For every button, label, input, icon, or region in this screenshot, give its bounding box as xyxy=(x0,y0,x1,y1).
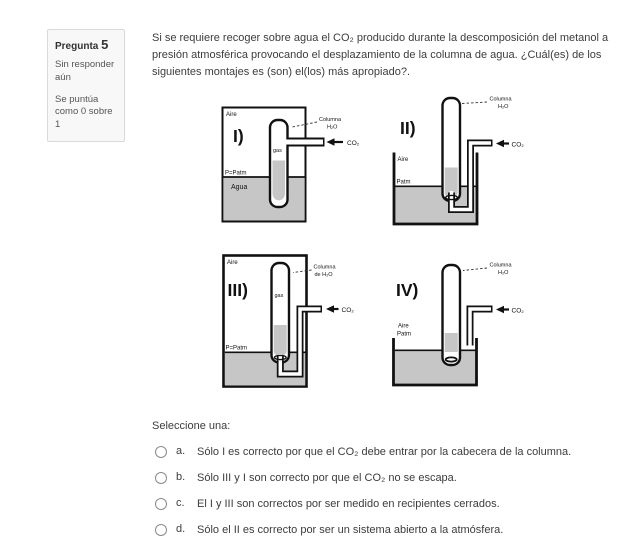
pressure-label: Patm xyxy=(397,180,411,186)
option-letter: c. xyxy=(176,496,185,509)
answer-prompt: Seleccione una: xyxy=(152,420,231,432)
diagram-montaje-iii: CO₂ III) Aire gas P=Patm Columna de H₂O xyxy=(222,254,355,388)
column-label-line1: Columna xyxy=(490,263,513,269)
diagram-montaje-iv: CO₂ IV) Aire Patm Columna H₂O xyxy=(392,263,525,387)
question-text: Si se requiere recoger sobre agua el CO₂… xyxy=(152,32,609,79)
diagram-montaje-ii: CO₂ II) Aire Patm Columna H₂O xyxy=(392,97,525,226)
water-fill xyxy=(224,177,304,221)
column-mouth xyxy=(273,354,287,361)
radio-button[interactable] xyxy=(155,523,167,536)
question-info-box: Pregunta 5 Sin responder aún Se puntúa c… xyxy=(47,29,125,143)
answer-option-d[interactable]: d. Sólo el II es correcto por ser un sis… xyxy=(155,523,571,538)
co2-arrow-icon xyxy=(496,305,504,314)
diagram-numeral: III) xyxy=(228,280,248,300)
option-letter: d. xyxy=(176,522,186,535)
column-water-fill xyxy=(444,333,458,352)
gas-label: gas xyxy=(273,148,282,154)
question-grade: Se puntúa como 0 sobre 1 xyxy=(55,93,113,131)
column-label-line2: H₂O xyxy=(498,270,509,276)
co2-label: CO₂ xyxy=(342,307,355,314)
radio-button[interactable] xyxy=(155,471,167,484)
water-fill xyxy=(395,350,476,386)
water-fill xyxy=(395,186,476,224)
co2-label: CO₂ xyxy=(347,140,360,147)
column-water-fill xyxy=(272,160,285,201)
co2-arrow-icon xyxy=(496,139,504,148)
column-label-line1: Columna xyxy=(319,117,342,123)
diagram-montaje-i: CO₂ Aire I) gas P=Patm Agua Columna H₂O xyxy=(221,106,360,223)
question-number: Pregunta 5 xyxy=(55,37,119,52)
column-pointer-line xyxy=(292,269,312,273)
column-label-line2: de H₂O xyxy=(315,272,334,278)
water-fill xyxy=(225,352,305,386)
agua-label: Agua xyxy=(231,184,247,191)
question-number-label: Pregunta xyxy=(55,41,99,52)
answer-option-b[interactable]: b. Sólo III y I son correcto por que el … xyxy=(155,471,571,486)
open-container xyxy=(392,338,478,387)
co2-inlet-tube-bore xyxy=(468,307,491,347)
question-number-value: 5 xyxy=(101,37,109,52)
co2-inlet-tube-bore xyxy=(449,141,491,212)
radio-button[interactable] xyxy=(155,446,167,458)
pressure-label: Patm xyxy=(397,332,411,338)
column-label-line2: H₂O xyxy=(498,104,509,110)
radio-button[interactable] xyxy=(155,497,167,510)
column-pointer-line xyxy=(461,101,488,104)
diagram-numeral: I) xyxy=(233,126,244,146)
question-status: Sin responder aún xyxy=(55,59,115,83)
pressure-label: P=Patm xyxy=(226,346,248,352)
column-label-line1: Columna xyxy=(490,97,513,103)
co2-inlet-tube-bore xyxy=(278,307,321,376)
column-mouth xyxy=(444,356,458,363)
option-letter: b. xyxy=(176,470,186,483)
co2-inlet-tube xyxy=(466,305,493,346)
option-letter: a. xyxy=(176,445,186,457)
aire-label: Aire xyxy=(398,157,409,163)
option-text: Sólo I es correcto por que el CO₂ debe e… xyxy=(197,446,572,458)
co2-arrow-icon xyxy=(326,305,334,313)
column-pointer-line xyxy=(462,267,488,271)
column-label-line2: H₂O xyxy=(327,125,338,131)
answer-option-c[interactable]: c. El I y III son correctos por ser medi… xyxy=(155,497,571,512)
co2-label: CO₂ xyxy=(512,142,525,149)
column-label-line1: Columna xyxy=(314,265,337,271)
answer-option-a[interactable]: a. Sólo I es correcto por que el CO₂ deb… xyxy=(155,445,571,460)
option-text: Sólo el II es correcto por ser un sistem… xyxy=(197,523,504,536)
co2-arrow-icon xyxy=(326,138,335,146)
column-water-fill xyxy=(273,325,287,357)
gas-label: gas xyxy=(275,293,284,299)
diagram-numeral: II) xyxy=(400,118,416,138)
co2-label: CO₂ xyxy=(512,308,525,315)
column-mouth xyxy=(445,194,459,201)
aire-label: Aire xyxy=(226,112,237,118)
column-water-fill xyxy=(444,167,458,198)
pressure-label: P=Patm xyxy=(225,171,247,177)
option-text: Sólo III y I son correcto por que el CO₂… xyxy=(197,471,457,484)
option-text: El I y III son correctos por ser medido … xyxy=(197,497,500,510)
aire-label: Aire xyxy=(398,324,409,330)
open-container xyxy=(392,152,479,226)
answer-options: a. Sólo I es correcto por que el CO₂ deb… xyxy=(155,445,571,549)
diagram-numeral: IV) xyxy=(396,280,418,300)
aire-label: Aire xyxy=(227,260,238,266)
